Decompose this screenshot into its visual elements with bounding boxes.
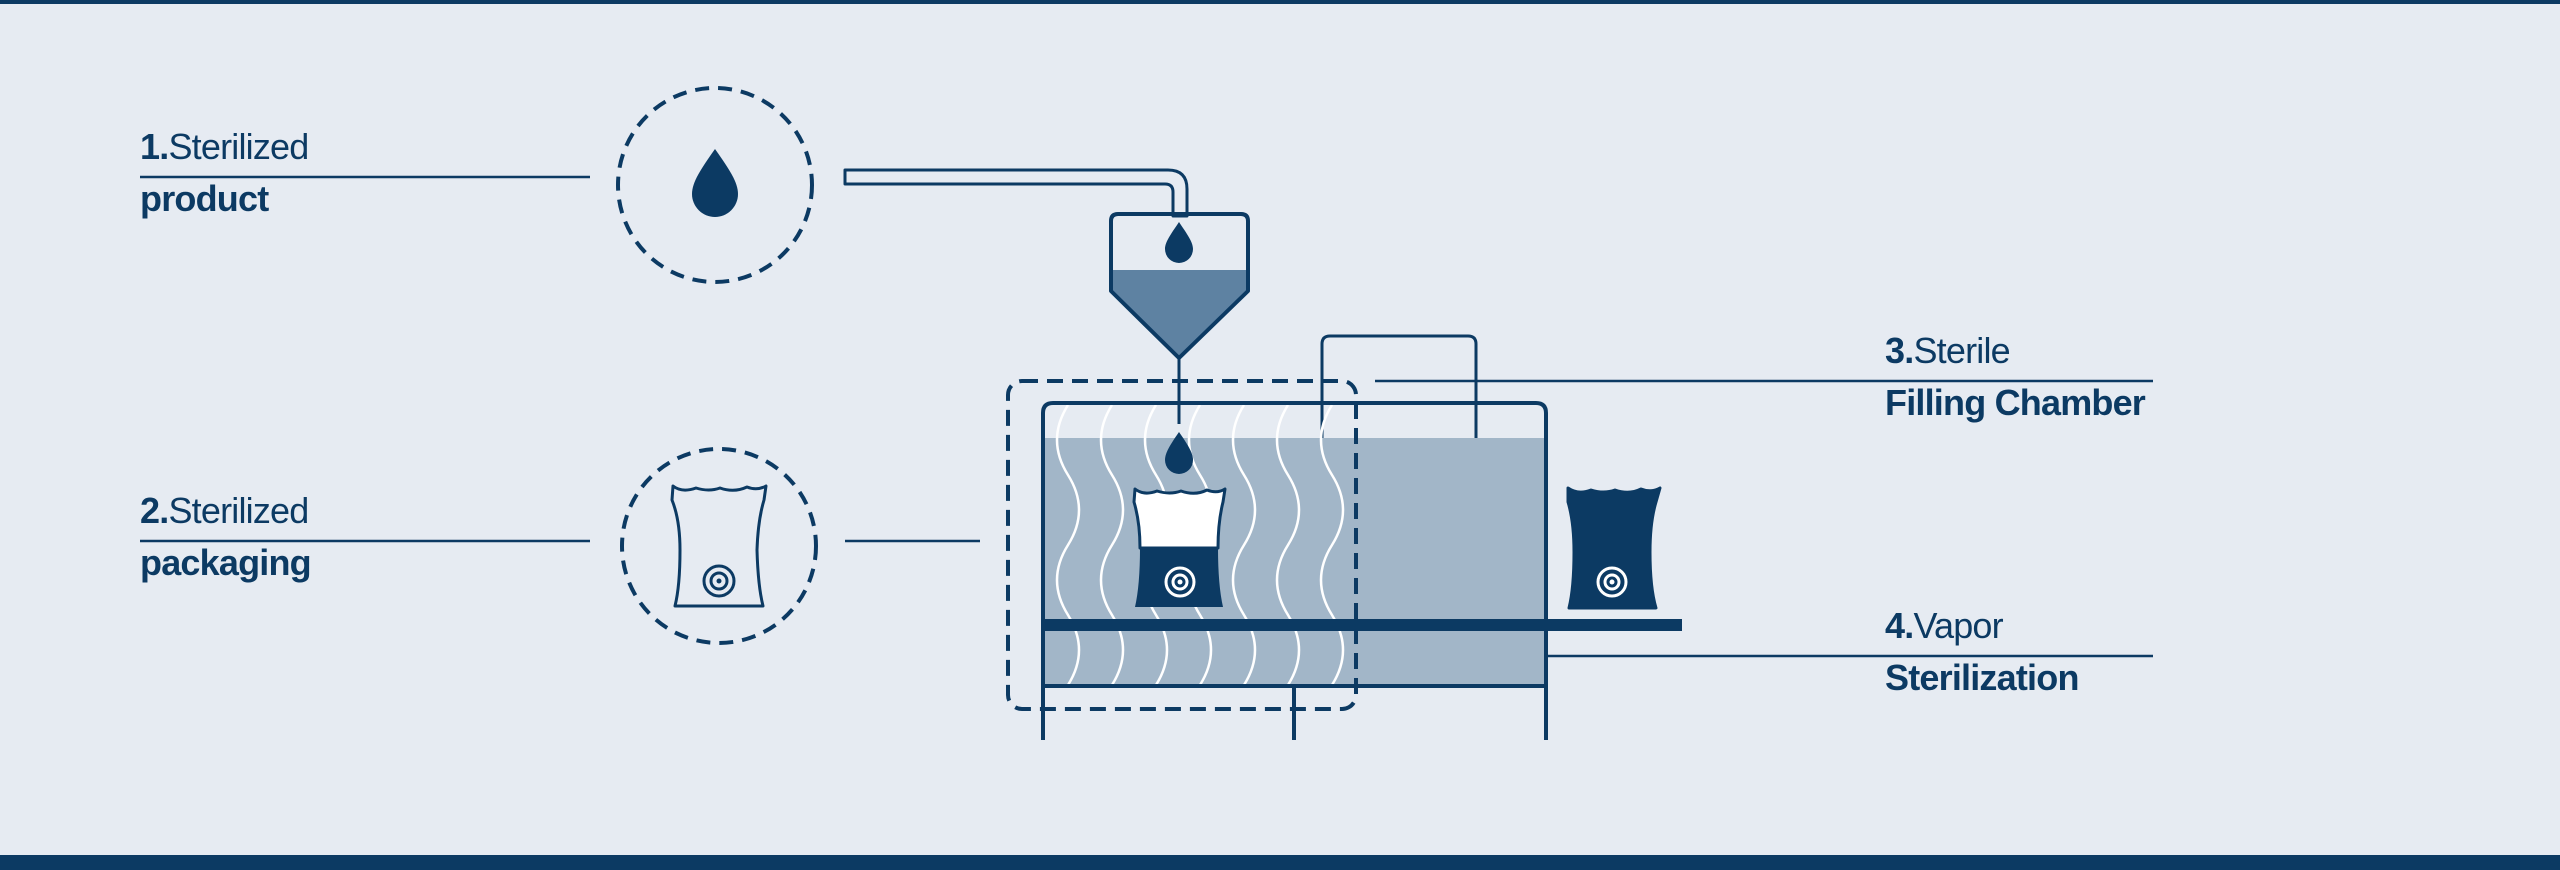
step-label-packaging: 2.Sterilized packaging (140, 485, 312, 589)
step-subtitle: Filling Chamber (1885, 382, 2146, 423)
step-label-vapor: 4.Vapor Sterilization (1885, 600, 2079, 704)
step-title: Sterilized (168, 490, 309, 531)
product-circle (616, 86, 814, 284)
hopper-drop-icon (1165, 222, 1193, 263)
step-number: 4. (1885, 605, 1914, 646)
step-number: 2. (140, 490, 169, 531)
step-label-product: 1.Sterilized product (140, 121, 309, 225)
step-subtitle: product (140, 178, 269, 219)
drop-icon (692, 149, 738, 217)
steam-waves (1055, 405, 1345, 685)
bag-filled-icon (1566, 486, 1662, 610)
supply-pipe (843, 168, 1189, 218)
hopper-liquid (1111, 270, 1248, 358)
step-number: 3. (1885, 330, 1914, 371)
step-title: Vapor (1913, 605, 2003, 646)
top-border (0, 0, 2560, 4)
step-label-chamber: 3.Sterile Filling Chamber (1885, 325, 2146, 429)
step-number: 1. (140, 126, 169, 167)
chamber-interior (1043, 438, 1546, 685)
chamber-top-box (1320, 334, 1478, 438)
conveyor-belt (1043, 619, 1682, 631)
bag-icon (670, 484, 768, 608)
filling-drop-icon (1165, 432, 1193, 474)
hopper (1109, 212, 1250, 360)
step-title: Sterile (1913, 330, 2010, 371)
bottom-border (0, 855, 2560, 870)
step-title: Sterilized (168, 126, 309, 167)
chamber-frame (1041, 401, 1548, 740)
sterile-zone-boundary (1006, 379, 1358, 711)
step-subtitle: Sterilization (1885, 657, 2079, 698)
packaging-circle (620, 447, 818, 645)
step-subtitle: packaging (140, 542, 312, 583)
bag-filling-icon (1132, 487, 1227, 607)
